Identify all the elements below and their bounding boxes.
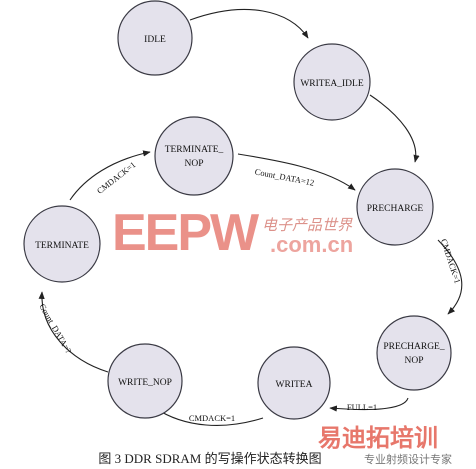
- edge-write-nop-to-terminate: [38, 291, 109, 373]
- state-writea-circle: [257, 346, 331, 420]
- state-terminate: TERMINATE: [23, 205, 101, 283]
- transitions: [38, 9, 463, 426]
- state-idle-label: IDLE: [144, 35, 166, 45]
- label-cmdack-precharge: CMDACK=1: [439, 237, 463, 284]
- label-count-data-12: Count_DATA=12: [254, 166, 315, 187]
- state-precharge-nop-label-line2: NOP: [404, 356, 423, 366]
- state-precharge-nop: PRECHARGE_ NOP: [376, 315, 452, 391]
- watermark-logo: EEPW: [112, 204, 260, 262]
- caption-overlay-watermark: 专业射频设计专家: [364, 452, 452, 466]
- edge-idle-to-writea-idle: [189, 9, 309, 39]
- state-writea: WRITEA: [257, 346, 331, 420]
- label-count-data-q: Count_DATA=?: [37, 302, 74, 355]
- state-terminate-label: TERMINATE: [35, 241, 89, 251]
- state-idle-circle: [117, 0, 193, 76]
- state-precharge-nop-circle: [376, 315, 452, 391]
- watermark-chinese-text: 电子产品世界: [262, 216, 353, 234]
- state-write-nop-label: WRITE_NOP: [118, 378, 172, 388]
- state-terminate-nop-circle: [154, 116, 234, 196]
- state-precharge-nop-label-line1: PRECHARGE_: [383, 342, 444, 352]
- label-full-1: FULL=1: [347, 402, 377, 412]
- state-writea-label: WRITEA: [276, 380, 313, 390]
- label-cmdack-writea: CMDACK=1: [189, 413, 235, 423]
- state-write-nop-circle: [107, 343, 183, 419]
- state-precharge: PRECHARGE: [356, 168, 434, 246]
- figure-caption: 图 3 DDR SDRAM 的写操作状态转换图: [98, 451, 321, 466]
- state-terminate-nop: TERMINATE_ NOP: [154, 116, 234, 196]
- watermark-bottom-right: 易迪拓培训: [318, 424, 438, 452]
- state-terminate-circle: [23, 205, 101, 283]
- label-cmdack-terminate: CMDACK=1: [95, 159, 138, 195]
- edge-terminate-to-terminate-nop: [69, 150, 151, 201]
- state-writea-idle-label: WRITEA_IDLE: [300, 79, 364, 89]
- state-precharge-label: PRECHARGE: [367, 204, 424, 214]
- watermark-url: .com.cn: [270, 232, 353, 257]
- state-writea-idle: WRITEA_IDLE: [293, 43, 371, 121]
- state-write-nop: WRITE_NOP: [107, 343, 183, 419]
- eepw-watermark: EEPW 电子产品世界 .com.cn: [112, 204, 353, 262]
- edge-precharge-to-precharge-nop: [437, 239, 463, 315]
- edge-writea-to-write-nop: [154, 407, 264, 426]
- state-writea-idle-circle: [293, 43, 371, 121]
- state-terminate-nop-label-line1: TERMINATE_: [165, 145, 224, 155]
- state-terminate-nop-label-line2: NOP: [184, 159, 203, 169]
- state-idle: IDLE: [117, 0, 193, 76]
- edge-writea-idle-to-precharge: [369, 94, 420, 163]
- edge-precharge-nop-to-writea: [329, 397, 409, 412]
- edge-terminate-nop-to-precharge: [237, 153, 356, 191]
- state-precharge-circle: [356, 168, 434, 246]
